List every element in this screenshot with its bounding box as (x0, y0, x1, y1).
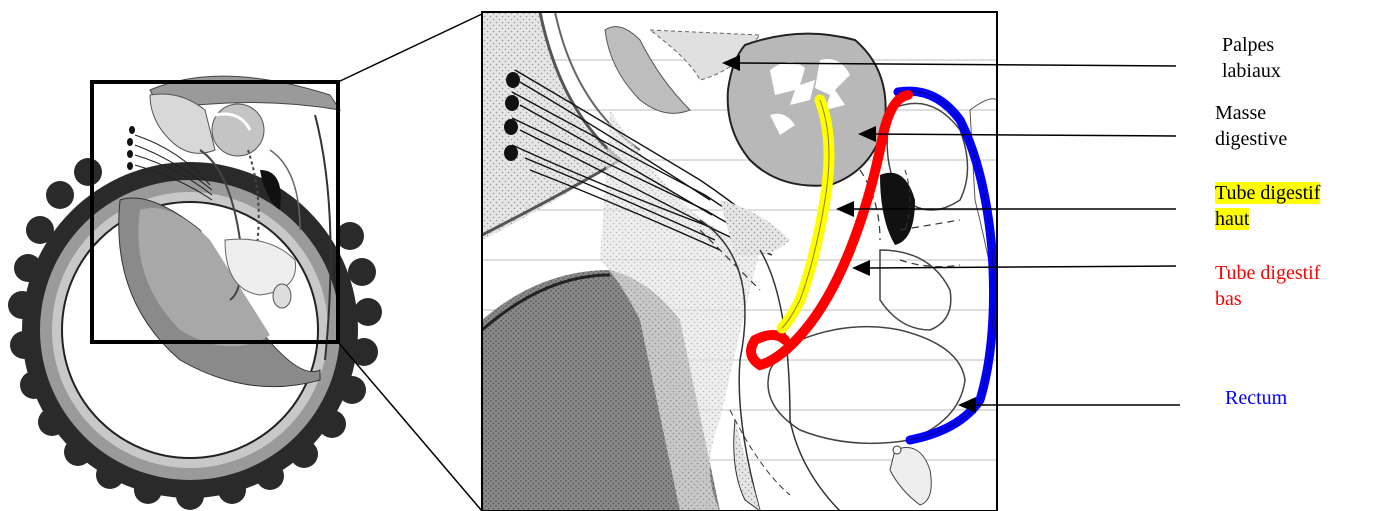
label-masse-line1: Masse (1215, 100, 1287, 126)
label-palpes-line2: labiaux (1222, 58, 1281, 84)
zoom-connector-top (338, 14, 482, 82)
label-tube-haut-line1: Tube digestif (1215, 182, 1320, 204)
zoom-connector-bottom (338, 342, 482, 511)
label-masse-digestive: Masse digestive (1215, 100, 1287, 152)
label-rectum-text: Rectum (1225, 385, 1287, 411)
label-rectum: Rectum (1225, 385, 1287, 411)
label-tube-bas-line2: bas (1215, 286, 1320, 312)
whole-oyster-illustration (8, 76, 382, 510)
label-tube-haut-line2: haut (1215, 208, 1249, 230)
label-palpes-labiaux: Palpes labiaux (1222, 32, 1281, 84)
label-tube-digestif-haut: Tube digestif haut (1215, 180, 1320, 232)
label-tube-bas-line1: Tube digestif (1215, 260, 1320, 286)
label-tube-digestif-bas: Tube digestif bas (1215, 260, 1320, 312)
zoomed-detail-panel (482, 12, 997, 511)
label-masse-line2: digestive (1215, 126, 1287, 152)
label-palpes-line1: Palpes (1222, 32, 1281, 58)
